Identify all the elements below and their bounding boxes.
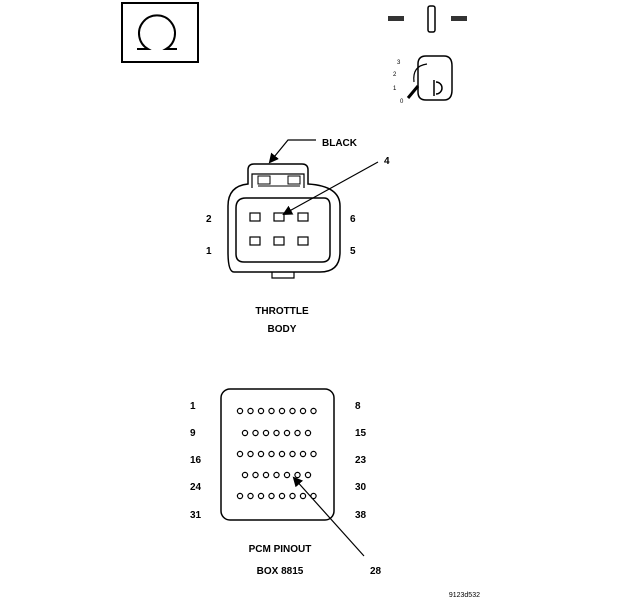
throttle-label-5: 5 — [350, 246, 356, 257]
pcm-pin — [310, 407, 317, 415]
pcm-pin — [273, 429, 280, 437]
pcm-pin — [283, 429, 291, 437]
pcm-pin — [304, 429, 312, 437]
pcm-subtitle: BOX 8815 — [257, 566, 304, 577]
pcm-row-label-right-3: 23 — [355, 455, 367, 466]
throttle-pin-1 — [249, 236, 261, 246]
pcm-pin — [262, 429, 270, 437]
black-color-callout: BLACK — [268, 138, 358, 164]
pcm-pin — [278, 450, 286, 458]
throttle-pin-2 — [249, 212, 261, 222]
pcm-pin — [304, 471, 312, 479]
pcm-pin — [268, 407, 275, 415]
pcm-row-label-left-4: 24 — [190, 482, 202, 493]
pin-4-callout: 4 — [282, 156, 390, 215]
pcm-pin — [252, 429, 259, 437]
key-position-3: 3 — [397, 60, 401, 66]
throttle-title-line1: THROTTLE — [255, 306, 309, 317]
pcm-pin — [236, 407, 244, 415]
key-position-2: 2 — [393, 72, 397, 78]
pcm-pin — [241, 471, 249, 479]
pcm-pin — [294, 429, 301, 437]
throttle-label-2: 2 — [206, 214, 212, 225]
pcm-row-label-left-2: 9 — [190, 428, 196, 439]
pcm-pin — [262, 471, 270, 479]
pcm-row-label-left-5: 31 — [190, 510, 202, 521]
pcm-pin — [257, 407, 265, 415]
pcm-row-label-left-3: 16 — [190, 455, 202, 466]
pcm-pin — [247, 492, 254, 500]
throttle-body-connector — [227, 163, 341, 279]
connector-color-label: BLACK — [322, 138, 358, 149]
key-position-0: 0 — [400, 99, 404, 105]
pcm-pin — [278, 407, 286, 415]
pcm-pin — [236, 450, 244, 458]
pcm-title: PCM PINOUT — [249, 544, 312, 555]
pcm-pin — [283, 471, 291, 479]
key-position-1: 1 — [393, 86, 397, 92]
pcm-pin — [252, 471, 259, 479]
pcm-pin — [247, 450, 254, 458]
pcm-pin — [289, 407, 296, 415]
throttle-pin-6 — [297, 212, 309, 222]
pin-28-callout-label: 28 — [370, 566, 382, 577]
pcm-pin — [236, 492, 244, 500]
pcm-row-label-right-5: 38 — [355, 510, 367, 521]
pcm-pinout-connector — [220, 388, 335, 521]
pcm-pin — [273, 471, 280, 479]
pcm-pin — [289, 450, 296, 458]
pcm-pin — [299, 450, 307, 458]
pcm-row-label-left-1: 1 — [190, 401, 196, 412]
pcm-row-label-right-1: 8 — [355, 401, 361, 412]
throttle-label-1: 1 — [206, 246, 212, 257]
pcm-pin-grid — [236, 407, 317, 500]
throttle-pin-4 — [273, 212, 285, 222]
pcm-pin — [268, 492, 275, 500]
pcm-row-label-right-4: 30 — [355, 482, 367, 493]
pin-4-callout-label: 4 — [384, 156, 390, 167]
disconnected-connector-icon — [388, 5, 467, 33]
figure-id: 9123d532 — [449, 592, 480, 599]
pcm-pin — [289, 492, 296, 500]
pcm-pin — [278, 492, 286, 500]
pcm-pin — [268, 450, 275, 458]
throttle-pin-3 — [273, 236, 285, 246]
ignition-key-icon: 3 2 1 0 — [393, 55, 453, 105]
throttle-title-line2: BODY — [268, 324, 297, 335]
pcm-pin — [294, 471, 301, 479]
pcm-pin — [241, 429, 249, 437]
pcm-row-label-right-2: 15 — [355, 428, 367, 439]
pcm-pin — [257, 492, 265, 500]
pcm-pin — [247, 407, 254, 415]
pcm-pin — [299, 492, 307, 500]
pcm-pin — [257, 450, 265, 458]
ohm-symbol-icon — [121, 2, 199, 63]
pcm-pin — [299, 407, 307, 415]
pcm-pin — [310, 450, 317, 458]
throttle-pin-5 — [297, 236, 309, 246]
throttle-label-6: 6 — [350, 214, 356, 225]
pin-28-callout: 28 — [292, 476, 382, 577]
